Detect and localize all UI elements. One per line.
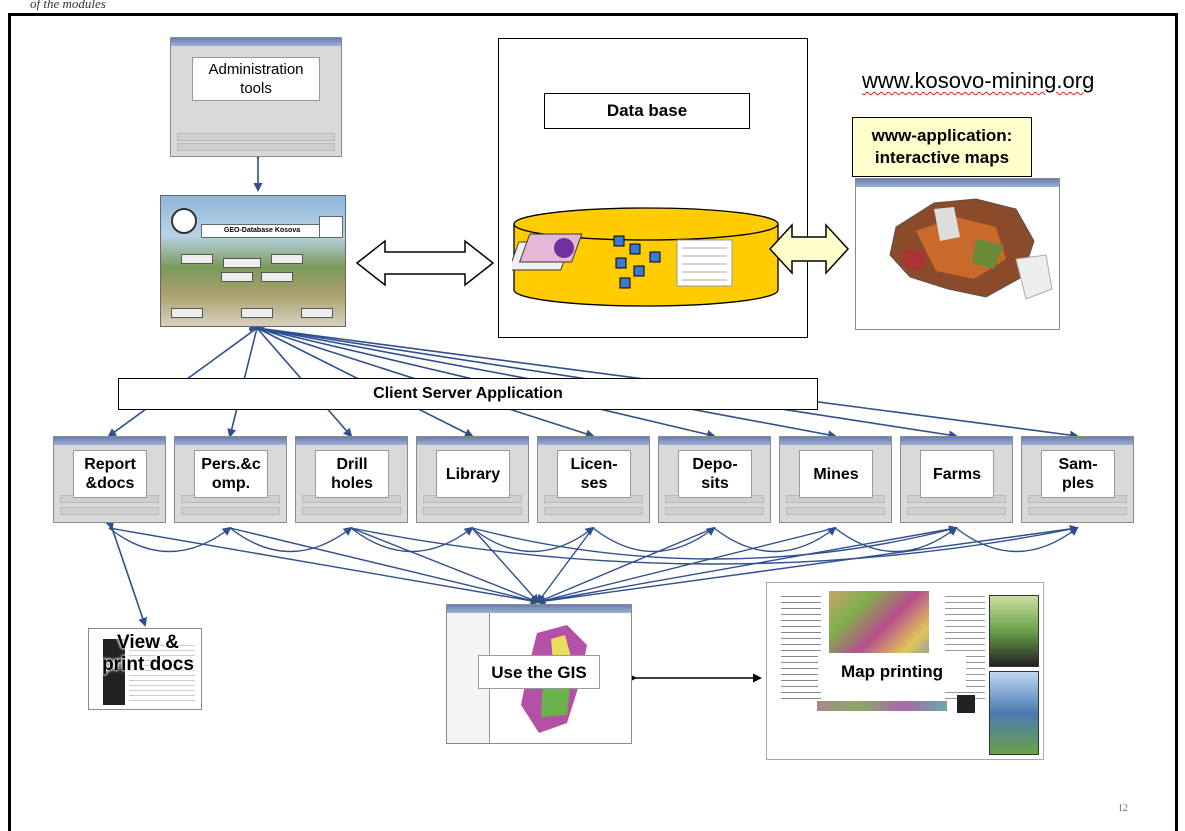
report-view-arrow	[105, 519, 148, 627]
module-label: Sam- ples	[1041, 450, 1115, 498]
client-server-banner: Client Server Application	[118, 378, 818, 410]
link-curve	[713, 526, 837, 553]
gis-link	[471, 527, 540, 604]
view-print-window	[88, 628, 202, 710]
gis-link	[108, 527, 540, 606]
gis-link	[536, 527, 1078, 606]
module-label: Farms	[920, 450, 994, 498]
link-curve	[955, 526, 1079, 553]
double-arrow-db	[355, 239, 495, 287]
diagram-frame	[8, 13, 1178, 831]
gis-link	[350, 527, 540, 604]
module-label: Report &docs	[73, 450, 147, 498]
www-application-label: www-application: interactive maps	[852, 117, 1032, 177]
link-curve	[471, 526, 595, 553]
geo-database-title: GEO-Database Kosova	[201, 224, 323, 238]
database-label: Data base	[544, 93, 750, 129]
module-label: Mines	[799, 450, 873, 498]
logo-icon	[171, 208, 197, 234]
gis-link	[536, 527, 836, 605]
module-label: Library	[436, 450, 510, 498]
admin-tools-label: Administration tools	[192, 57, 320, 101]
module-label: Pers.&c omp.	[194, 450, 268, 498]
gis-link	[536, 527, 594, 604]
double-arrow-web	[768, 223, 850, 275]
module-window[interactable]	[295, 436, 408, 523]
interactive-map-window	[855, 178, 1060, 330]
module-label: Depo- sits	[678, 450, 752, 498]
link-curve	[229, 526, 353, 553]
page-number: 12	[1118, 803, 1128, 814]
gis-link	[229, 527, 540, 605]
database-cylinder-icon	[512, 207, 779, 307]
gis-label: Use the GIS	[478, 655, 600, 689]
kosovo-map-icon	[889, 198, 1053, 300]
module-label: Drill holes	[315, 450, 389, 498]
main-app-window: GEO-Database Kosova	[160, 195, 346, 327]
header-fragment: of the modules	[30, 0, 106, 11]
map-printing-label: Map printing	[818, 653, 966, 689]
gis-link	[536, 527, 957, 606]
gis-link	[536, 527, 715, 604]
website-url: www.kosovo-mining.org	[862, 68, 1095, 93]
link-curve	[834, 526, 958, 553]
link-curve	[592, 526, 716, 553]
link-curve	[471, 525, 958, 560]
module-label: Licen- ses	[557, 450, 631, 498]
link-curve	[350, 524, 1079, 565]
view-print-label: View & print docs	[102, 632, 194, 675]
